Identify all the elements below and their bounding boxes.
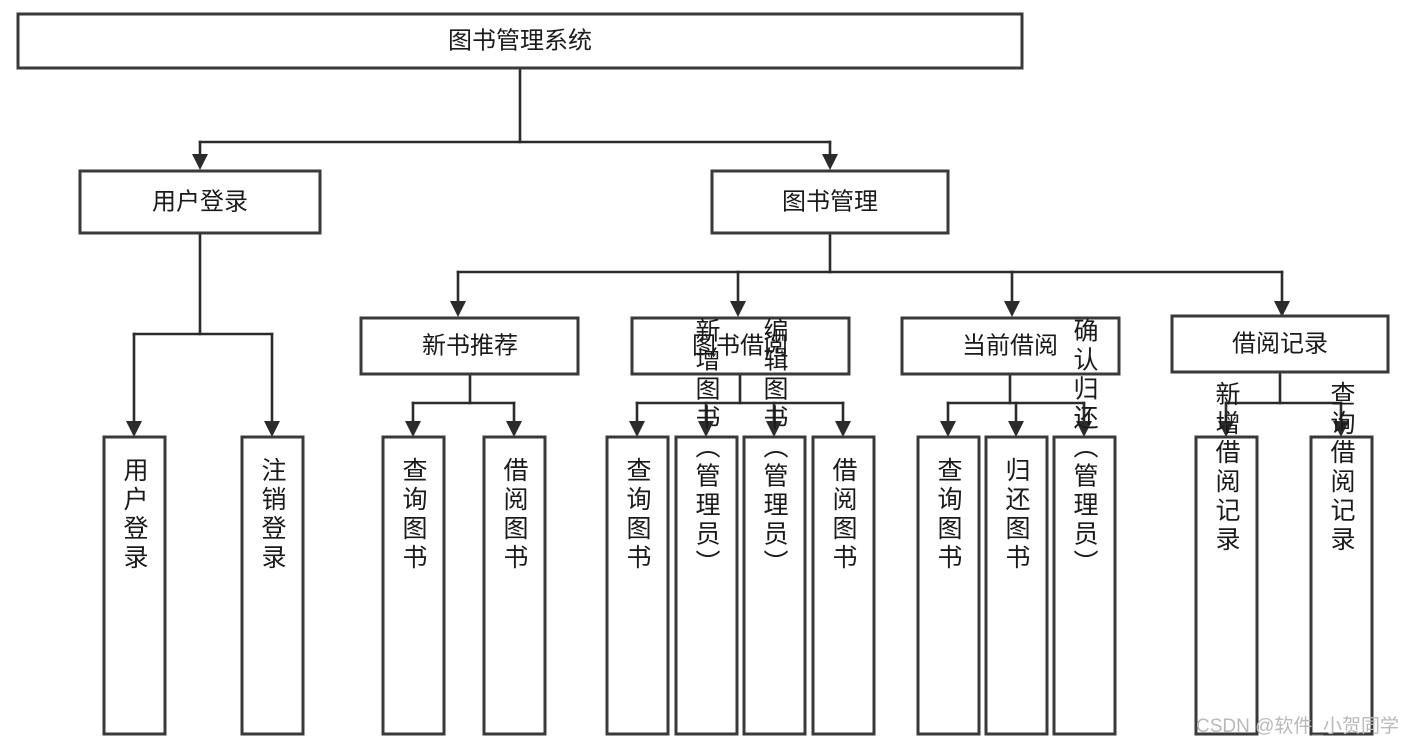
node-new-book-recommend[interactable]: 新书推荐 xyxy=(359,316,580,376)
node-leaf-query-book-1-box[interactable] xyxy=(381,435,446,736)
node-leaf-logout-box[interactable] xyxy=(240,435,305,736)
node-leaf-add-record[interactable]: 新增借阅记录 xyxy=(1194,381,1259,736)
arrow-to-leaf-logout xyxy=(264,421,280,437)
node-leaf-query-book-1[interactable]: 查询图书 xyxy=(381,435,446,736)
node-leaf-query-record[interactable]: 查询借阅记录 xyxy=(1309,381,1374,736)
node-leaf-confirm-return-label: 确认归还（管理员） xyxy=(1070,318,1099,579)
node-current-borrow[interactable]: 当前借阅 xyxy=(900,316,1121,376)
arrow-to-leaf-query-book-2 xyxy=(629,421,645,437)
node-current-borrow-box[interactable] xyxy=(900,316,1121,376)
node-leaf-query-book-3-box[interactable] xyxy=(916,435,981,736)
node-leaf-add-book[interactable]: 新增图书（管理员） xyxy=(674,318,739,736)
arrow-root-to-user-login xyxy=(192,154,208,170)
node-book-borrow-box[interactable] xyxy=(630,316,851,376)
node-leaf-return-book[interactable]: 归还图书 xyxy=(984,435,1049,736)
node-leaf-return-book-box[interactable] xyxy=(984,435,1049,736)
arrow-to-leaf-borrow-book-2 xyxy=(835,421,851,437)
node-user-login[interactable]: 用户登录 xyxy=(78,169,322,235)
arrow-to-leaf-query-book-1 xyxy=(405,421,421,437)
arrow-to-leaf-user-login xyxy=(126,421,142,437)
node-leaf-user-login-box[interactable] xyxy=(102,435,167,736)
arrow-to-leaf-return-book xyxy=(1008,421,1024,437)
node-leaf-user-login-label: 用户登录 xyxy=(120,457,149,573)
node-leaf-query-record-box[interactable] xyxy=(1309,435,1374,736)
arrow-to-leaf-query-book-3 xyxy=(940,421,956,437)
node-new-book-recommend-label: 新书推荐 xyxy=(422,332,518,359)
arrow-to-new-book-recommend xyxy=(450,301,466,317)
node-leaf-query-book-2-box[interactable] xyxy=(605,435,670,736)
node-leaf-edit-book-label: 编辑图书（管理员） xyxy=(760,318,789,579)
node-leaf-borrow-book-2-box[interactable] xyxy=(811,435,876,736)
node-leaf-query-book-1-label: 查询图书 xyxy=(399,457,428,573)
node-leaf-logout[interactable]: 注销登录 xyxy=(240,435,305,736)
connector-layer xyxy=(126,66,1349,437)
node-book-management-box[interactable] xyxy=(710,169,950,235)
node-leaf-borrow-book-2[interactable]: 借阅图书 xyxy=(811,435,876,736)
node-leaf-logout-label: 注销登录 xyxy=(258,457,287,573)
node-leaf-borrow-book-1-box[interactable] xyxy=(482,435,547,736)
node-root-box[interactable] xyxy=(16,12,1024,70)
node-current-borrow-label: 当前借阅 xyxy=(962,332,1058,359)
node-leaf-borrow-book-1[interactable]: 借阅图书 xyxy=(482,435,547,736)
node-leaf-borrow-book-1-label: 借阅图书 xyxy=(500,457,529,573)
node-leaf-query-book-2-label: 查询图书 xyxy=(623,457,652,573)
watermark-label: CSDN @软件_小贺同学 xyxy=(1196,715,1399,737)
node-leaf-query-book-2[interactable]: 查询图书 xyxy=(605,435,670,736)
node-leaf-user-login[interactable]: 用户登录 xyxy=(102,435,167,736)
node-borrow-records[interactable]: 借阅记录 xyxy=(1170,314,1390,374)
node-book-management[interactable]: 图书管理 xyxy=(710,169,950,235)
node-leaf-query-book-3[interactable]: 查询图书 xyxy=(916,435,981,736)
node-root-library-system[interactable]: 图书管理系统 xyxy=(16,12,1024,70)
arrow-to-book-borrow xyxy=(730,301,746,317)
arrow-to-current-borrow xyxy=(1004,301,1020,317)
node-leaf-confirm-return-box[interactable] xyxy=(1052,435,1117,736)
arrow-to-leaf-borrow-book-1 xyxy=(506,421,522,437)
node-leaf-add-book-label: 新增图书（管理员） xyxy=(692,318,721,579)
node-leaf-edit-book[interactable]: 编辑图书（管理员） xyxy=(742,318,807,736)
node-leaf-borrow-book-2-label: 借阅图书 xyxy=(829,457,858,573)
arrow-root-to-book-management xyxy=(822,154,838,170)
node-leaf-confirm-return[interactable]: 确认归还（管理员） xyxy=(1052,318,1117,736)
node-book-management-label: 图书管理 xyxy=(782,188,878,215)
node-new-book-recommend-box[interactable] xyxy=(359,316,580,376)
node-book-borrow[interactable]: 图书借阅 xyxy=(630,316,851,376)
node-leaf-add-record-label: 新增借阅记录 xyxy=(1212,381,1241,555)
node-user-login-box[interactable] xyxy=(78,169,322,235)
node-leaf-add-book-box[interactable] xyxy=(674,435,739,736)
node-borrow-records-label: 借阅记录 xyxy=(1232,330,1328,357)
node-leaf-return-book-label: 归还图书 xyxy=(1002,457,1031,573)
node-leaf-query-book-3-label: 查询图书 xyxy=(934,457,963,573)
node-leaf-add-record-box[interactable] xyxy=(1194,435,1259,736)
node-user-login-label: 用户登录 xyxy=(152,188,248,215)
node-leaf-edit-book-box[interactable] xyxy=(742,435,807,736)
node-leaf-query-record-label: 查询借阅记录 xyxy=(1327,381,1356,555)
node-borrow-records-box[interactable] xyxy=(1170,314,1390,374)
node-book-borrow-label: 图书借阅 xyxy=(692,332,788,359)
node-root-label: 图书管理系统 xyxy=(448,27,592,54)
